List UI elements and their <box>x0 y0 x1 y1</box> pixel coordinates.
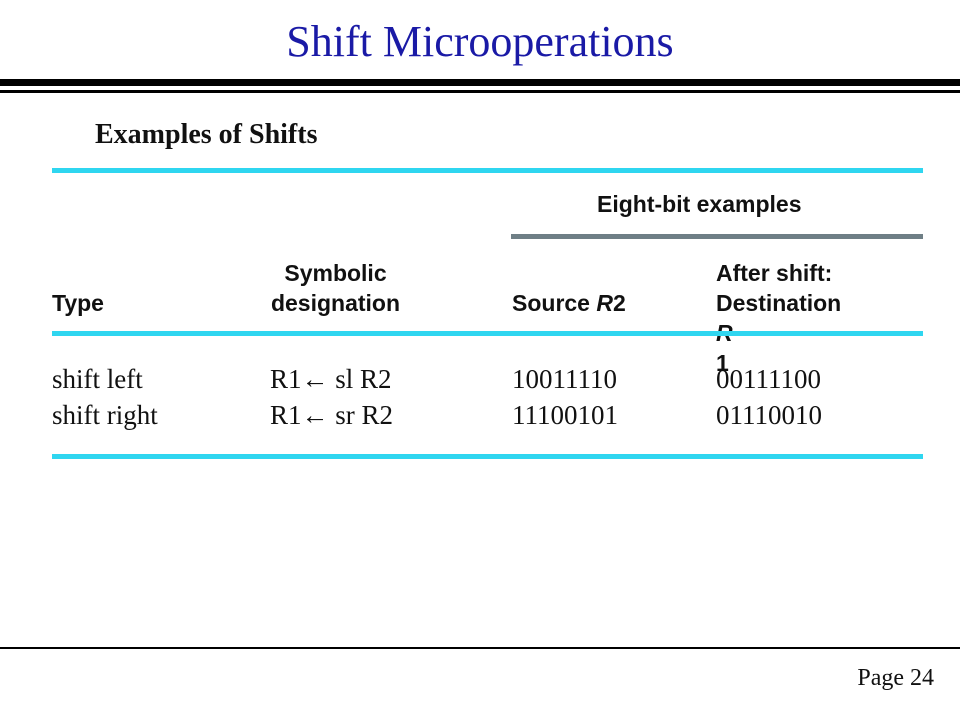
column-header-symbolic-line2: designation <box>270 290 401 316</box>
column-header-symbolic-line1: Symbolic <box>284 260 387 286</box>
row-2-destination: 01110010 <box>716 400 822 430</box>
column-header-symbolic: Symbolic designation <box>258 258 413 318</box>
column-header-type: Type <box>52 290 104 316</box>
footer-divider <box>0 647 960 649</box>
column-header-source-prefix: Source <box>512 290 597 316</box>
group-header-eight-bit: Eight-bit examples <box>597 191 802 217</box>
row-1-symbolic: R1← sl R2 <box>270 364 392 394</box>
row-2-type: shift right <box>52 400 158 430</box>
row-1-type: shift left <box>52 364 143 394</box>
column-header-source-reg: R <box>596 290 613 316</box>
column-header-destination-line1: After shift: <box>716 260 833 286</box>
figure-title: Examples of Shifts <box>95 119 318 150</box>
row-1-destination: 00111100 <box>716 364 821 394</box>
table-top-rule <box>52 168 923 173</box>
title-divider-thick <box>0 79 960 86</box>
column-header-source-num: 2 <box>613 290 626 316</box>
title-divider-thin <box>0 90 960 93</box>
row-1-source: 10011110 <box>512 364 617 394</box>
column-header-destination-prefix: Destination <box>716 290 842 316</box>
table-bottom-rule <box>52 454 923 459</box>
row-2-symbolic: R1← sr R2 <box>270 400 394 430</box>
slide-title: Shift Microoperations <box>286 17 674 66</box>
row-2-source: 11100101 <box>512 400 618 430</box>
column-header-destination: After shift: Destination R1 <box>716 258 841 378</box>
column-header-destination-num: 1 <box>716 350 729 376</box>
page-number: Page 24 <box>857 665 934 691</box>
table-header-rule <box>52 331 923 336</box>
column-header-source: Source R2 <box>512 288 626 318</box>
column-header-destination-line2: Destination R1 <box>716 288 841 378</box>
group-header-rule <box>511 234 923 239</box>
